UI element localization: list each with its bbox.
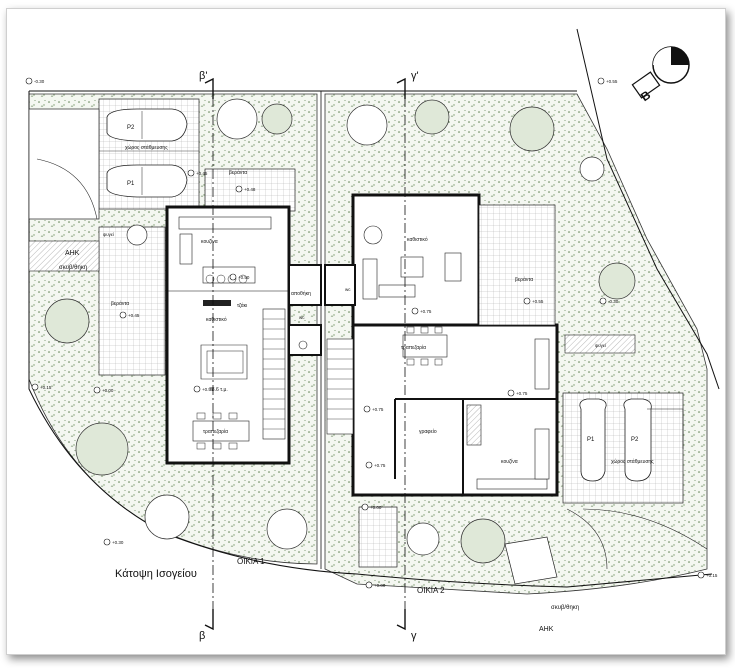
level-18: +0.00: [370, 505, 382, 510]
house2-parking: [562, 334, 708, 550]
level-5: +0.55: [532, 299, 544, 304]
level-15: +0.15: [706, 573, 718, 578]
h1-wc: wc: [299, 315, 305, 320]
car-p1: [106, 164, 188, 198]
h1-fireplace: τζάκι: [237, 302, 247, 309]
h2-water: σκυβ/θηκη: [551, 605, 579, 611]
h1-veranda-top: βεράντα: [229, 169, 247, 176]
level-3: +0.48: [244, 187, 256, 192]
h2-parking: χώρος στάθμευσης: [611, 458, 654, 465]
drawing-frame: β' β γ' γ Κάτοψη Ισογείου ΟΙΚΙΑ 1 ΟΙΚΙΑ …: [6, 8, 726, 655]
h2-car-p2: P2: [631, 437, 639, 443]
car-p2: [106, 108, 188, 142]
trees: [44, 98, 636, 564]
house2-label: ΟΙΚΙΑ 2: [417, 586, 445, 595]
house1-veranda-top: [204, 168, 296, 212]
level-0: -0.30: [34, 79, 45, 84]
h2-office: γραφείο: [419, 429, 437, 435]
car-p1-h2: [579, 398, 607, 482]
level-1: +0.55: [606, 79, 618, 84]
h1-kitchen: κουζίνα: [201, 239, 218, 245]
h2-kitchen: κουζίνα: [501, 459, 518, 465]
level-13: +0.30: [112, 540, 124, 545]
section-gamma-bottom: γ: [411, 630, 417, 642]
h1-living: καθιστικό: [206, 316, 227, 323]
section-beta-bottom: β: [199, 630, 205, 642]
level-markers: [25, 77, 705, 589]
level-2: +0.45: [196, 171, 208, 176]
h1-fridge: ψυγεί: [103, 232, 114, 237]
h1-car-p2: P2: [127, 125, 135, 131]
level-8: +0.75: [516, 391, 528, 396]
house1-label: ΟΙΚΙΑ 1: [237, 557, 265, 566]
level-17: -0.30: [608, 299, 619, 304]
section-gamma-top: γ': [411, 70, 419, 82]
house1-parking: [98, 98, 200, 210]
h1-dining: τραπεζαρία: [203, 429, 228, 435]
h2-living: καθιστικό: [407, 236, 428, 243]
h1-area: 78.6 τ.μ.: [209, 387, 228, 393]
house1-building: [165, 205, 322, 465]
h2-dining: τραπεζαρία: [401, 345, 426, 351]
level-6: +0.75: [420, 309, 432, 314]
level-9: +0.00: [102, 388, 114, 393]
h1-veranda-left: βεράντα: [111, 300, 129, 307]
plan-title: Κάτοψη Ισογείου: [115, 568, 197, 580]
level-labels: -0.30 +0.55 +0.45 +0.48 +0.50 +0.55 +0.7…: [34, 79, 718, 588]
level-12: +0.45: [128, 313, 140, 318]
level-4: +0.50: [238, 275, 250, 280]
h1-storage: αποθήκη: [291, 290, 311, 297]
section-beta-top: β': [199, 70, 207, 82]
h2-ahk: ΑΗΚ: [539, 626, 554, 633]
level-11: +0.15: [40, 385, 52, 390]
h1-parking: χώρος στάθμευσης: [125, 144, 168, 151]
h1-water: σκυβ/θηκη: [59, 265, 87, 271]
h2-car-p1: P1: [587, 437, 595, 443]
floor-plan: β' β γ' γ Κάτοψη Ισογείου ΟΙΚΙΑ 1 ΟΙΚΙΑ …: [25, 28, 720, 642]
house1-left-yard: [28, 108, 166, 376]
level-14: +0.00: [374, 583, 386, 588]
house2-entry: [358, 506, 608, 585]
h2-veranda: βεράντα: [515, 276, 533, 283]
level-7: +0.75: [372, 407, 384, 412]
h2-wc: wc: [345, 287, 351, 292]
house2-building: [324, 193, 559, 497]
level-10: +0.50: [202, 387, 214, 392]
h2-fridge: ψυγεί: [595, 343, 606, 348]
north-symbol: [631, 46, 690, 99]
section-lines: [212, 79, 406, 629]
h1-ahk: ΑΗΚ: [65, 250, 80, 257]
plan-labels: β' β γ' γ Κάτοψη Ισογείου ΟΙΚΙΑ 1 ΟΙΚΙΑ …: [59, 70, 654, 642]
car-p2-h2: [623, 398, 652, 482]
h1-car-p1: P1: [127, 181, 135, 187]
level-16: +0.75: [374, 463, 386, 468]
